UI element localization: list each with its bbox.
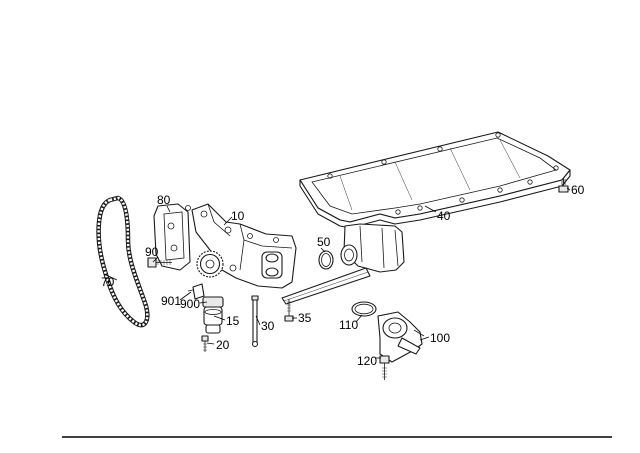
callout-901: 901 bbox=[161, 294, 181, 308]
callout-10: 10 bbox=[231, 209, 245, 223]
bolt-35-part bbox=[284, 299, 294, 322]
o-ring-50-part bbox=[318, 250, 334, 270]
oil-pan-part bbox=[281, 131, 571, 305]
callout-40: 40 bbox=[437, 209, 451, 223]
bolt-90-part bbox=[147, 257, 172, 268]
valve-900-part bbox=[202, 296, 224, 326]
callout-labels: 10 15 20 30 35 40 50 60 70 80 90 100 110… bbox=[101, 183, 585, 368]
seal-ring-110-part bbox=[351, 301, 377, 317]
callout-900: 900 bbox=[180, 297, 200, 311]
leader-lines bbox=[103, 187, 571, 359]
bolt-20-part bbox=[201, 335, 209, 352]
callout-35: 35 bbox=[298, 311, 312, 325]
callout-20: 20 bbox=[216, 338, 230, 352]
callout-110: 110 bbox=[339, 318, 358, 332]
connector-901-part bbox=[187, 283, 205, 300]
bolt-120-part bbox=[379, 355, 390, 380]
callout-70: 70 bbox=[101, 275, 115, 289]
callout-100: 100 bbox=[430, 331, 450, 345]
guide-rail-80-part bbox=[153, 203, 191, 271]
callout-50: 50 bbox=[317, 235, 331, 249]
callout-15: 15 bbox=[226, 314, 240, 328]
callout-80: 80 bbox=[157, 193, 171, 207]
callout-30: 30 bbox=[261, 319, 275, 333]
callout-120: 120 bbox=[357, 354, 377, 368]
rod-30-part bbox=[251, 295, 259, 348]
callout-60: 60 bbox=[571, 183, 585, 197]
callout-90: 90 bbox=[145, 245, 159, 259]
timing-chain-part bbox=[96, 195, 150, 328]
valve-15-part bbox=[205, 324, 221, 334]
sensor-100-part bbox=[377, 311, 425, 363]
oil-pump-10-part bbox=[191, 203, 297, 289]
